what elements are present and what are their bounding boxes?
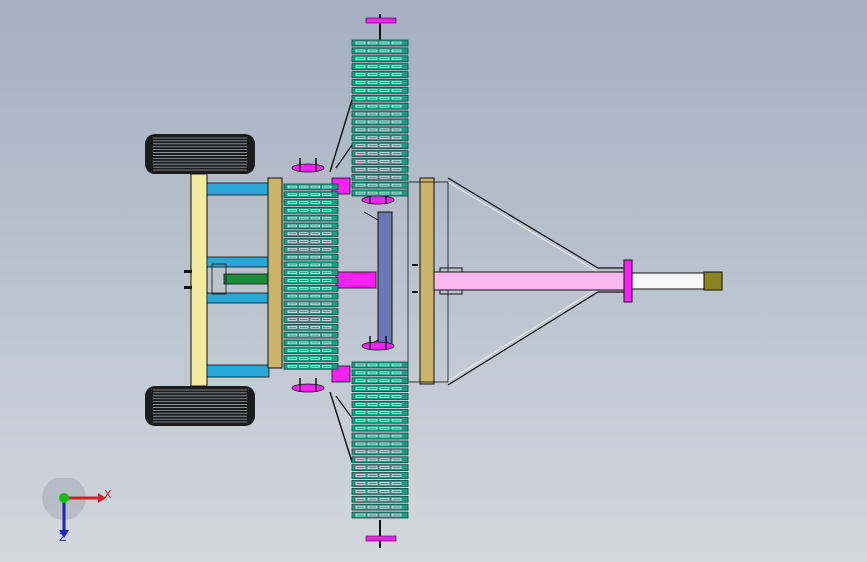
lower-bracket — [331, 365, 351, 383]
orientation-triad: X Z — [40, 476, 120, 548]
left-tire-bottom — [145, 386, 255, 426]
bearing-hub-3 — [291, 163, 325, 173]
x-axis-label: X — [104, 488, 112, 501]
bearing-hub-1 — [361, 195, 395, 205]
rear-disc-gang — [283, 183, 339, 370]
hydraulic-cylinder — [223, 273, 271, 285]
front-frame-beam — [419, 177, 435, 385]
upper-gang-strut — [329, 99, 353, 173]
bearing-hub-2 — [361, 341, 395, 351]
hitch-eye — [703, 271, 723, 291]
frame-tube-4 — [206, 292, 270, 304]
rear-axle-beam — [190, 173, 208, 387]
frame-tube-1 — [206, 182, 270, 196]
front-lower-disc-gang — [351, 361, 409, 519]
frame-tube-3 — [206, 256, 270, 268]
hitch-brace-lower — [447, 291, 628, 386]
left-tire-top — [145, 134, 255, 174]
front-upper-disc-gang — [351, 39, 409, 197]
bearing-hub-4 — [291, 383, 325, 393]
center-beam — [377, 211, 393, 349]
frame-tube-2 — [206, 364, 270, 378]
hitch-brace-upper — [447, 177, 628, 269]
drawbar — [433, 271, 627, 291]
z-axis-label: Z — [59, 531, 67, 544]
hitch-tongue — [631, 272, 707, 290]
lower-gang-strut — [329, 391, 353, 463]
center-bracket — [335, 271, 377, 289]
hitch-flange — [623, 259, 633, 303]
rear-frame-beam — [267, 177, 283, 369]
